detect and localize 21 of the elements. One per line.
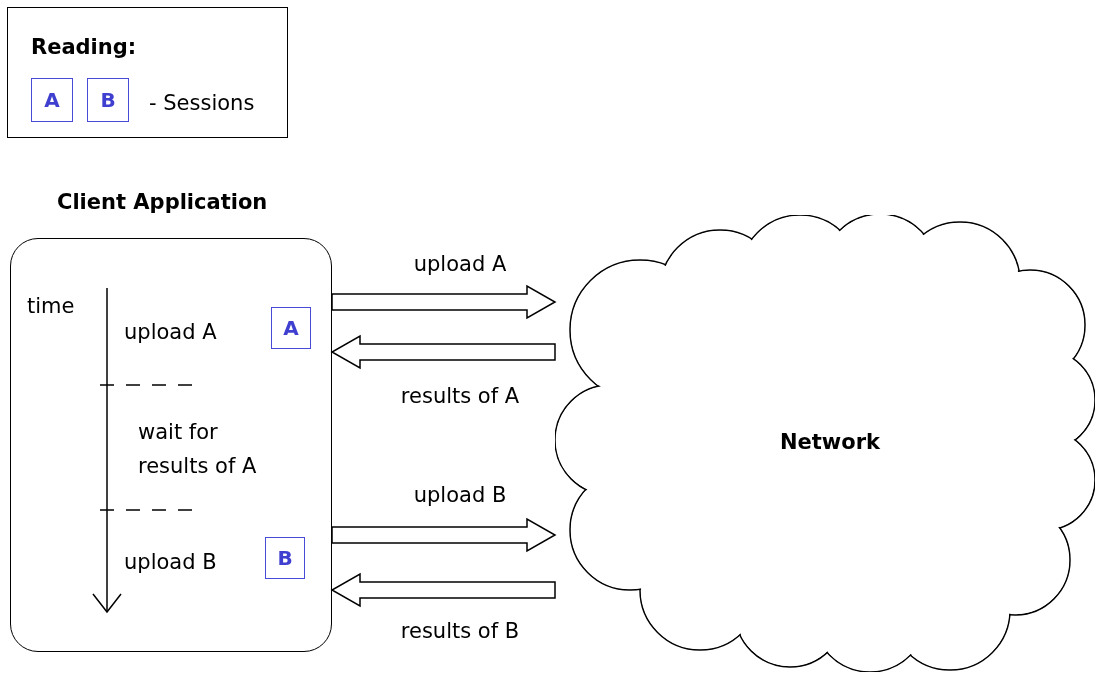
cloud-label: Network xyxy=(779,429,881,456)
edge-label: upload B xyxy=(412,482,508,509)
session-box: B xyxy=(87,78,129,122)
block-arrow xyxy=(330,334,556,370)
session-box: B xyxy=(265,537,305,579)
block-arrow xyxy=(331,284,557,320)
edge-label: upload A xyxy=(412,251,508,278)
legend-box xyxy=(7,7,288,138)
edge-label: results of A xyxy=(399,383,521,410)
session-box: A xyxy=(271,307,311,349)
block-arrow xyxy=(331,517,557,553)
step-text: wait for results of A xyxy=(138,419,258,480)
step-text: upload B xyxy=(124,549,218,576)
axis-label: time xyxy=(27,293,76,320)
edge-label: results of B xyxy=(399,618,521,645)
step-text: upload A xyxy=(124,319,218,346)
block-arrow xyxy=(330,572,556,608)
session-box: A xyxy=(31,78,73,122)
panel-heading: Client Application xyxy=(57,189,269,216)
legend-heading: Reading: xyxy=(31,34,138,61)
legend-text: - Sessions xyxy=(149,90,256,117)
